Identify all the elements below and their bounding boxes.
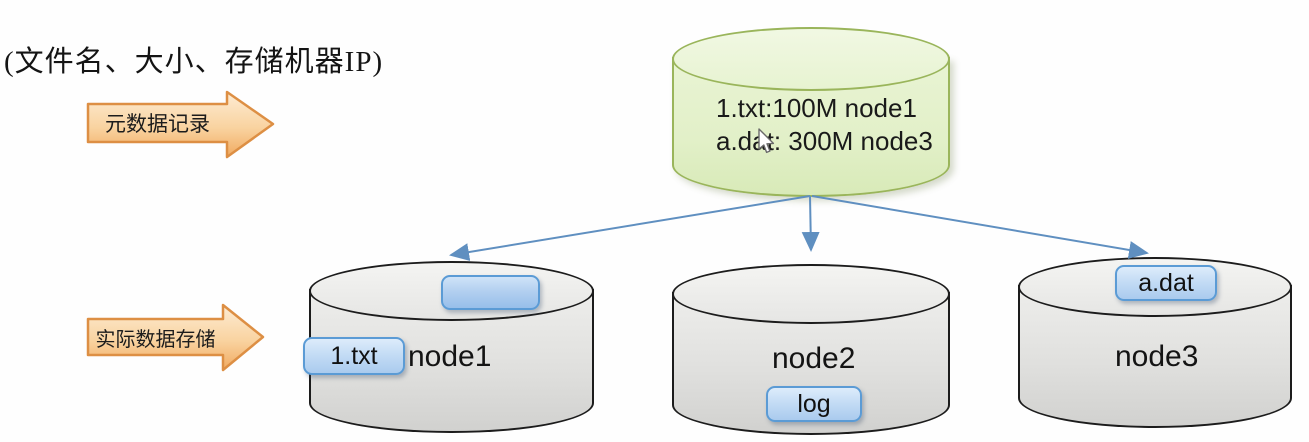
storage-flow-label: 实际数据存储 xyxy=(95,328,216,351)
metadata-record-line: a.dat: 300M node3 xyxy=(716,126,933,156)
node1-cylinder-top xyxy=(309,261,594,321)
metadata-record-line: 1.txt:100M node1 xyxy=(716,93,917,123)
page-title: (文件名、大小、存储机器IP) xyxy=(4,46,384,78)
connector-to-node3 xyxy=(811,195,1149,259)
connector-to-node1 xyxy=(449,195,811,261)
metadata-flow-label: 元数据记录 xyxy=(105,113,210,136)
node2-cylinder-top xyxy=(672,264,950,324)
node3-label: node3 xyxy=(1115,340,1199,373)
node1-file-badge: 1.txt xyxy=(303,337,405,375)
metadata-cylinder-top xyxy=(672,27,950,91)
metadata-records: 1.txt:100M node1 a.dat: 300M node3 xyxy=(716,92,933,158)
connector-to-node2 xyxy=(801,195,820,252)
node1-replica-badge xyxy=(441,275,540,310)
metadata-store-cylinder xyxy=(672,27,950,197)
mouse-cursor-icon xyxy=(758,128,775,154)
node3-file-badge: a.dat xyxy=(1115,265,1217,301)
node1-cylinder xyxy=(309,261,594,433)
node2-file-badge: log xyxy=(766,386,862,422)
node1-label: node1 xyxy=(408,340,492,373)
node2-label: node2 xyxy=(772,342,856,375)
